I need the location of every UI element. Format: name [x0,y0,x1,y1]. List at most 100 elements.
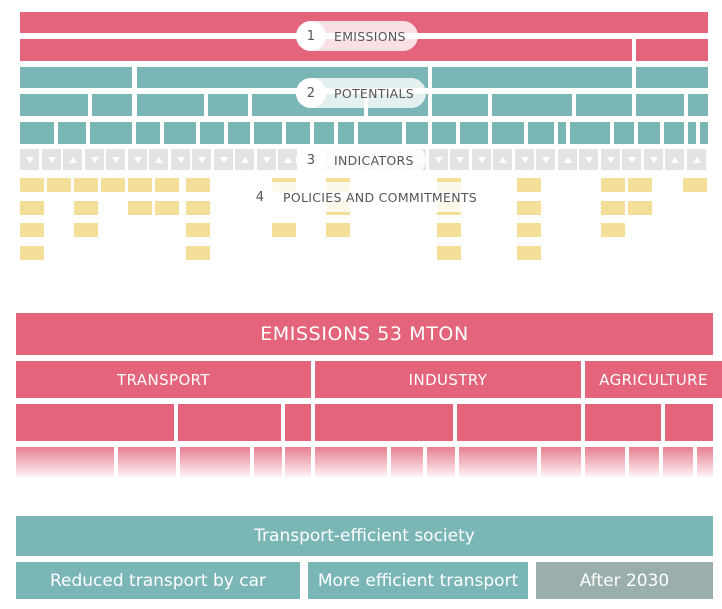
indicator-cell [257,149,276,170]
potentials-segment [338,122,354,144]
potentials-segment [92,94,132,116]
sector-label: TRANSPORT [117,370,210,389]
arrow-down-icon [477,156,486,163]
policy-cell [20,201,44,215]
potentials-segment [700,122,708,144]
step-number: 4 [245,182,275,212]
policy-cell [20,178,44,192]
indicator-cell [85,149,104,170]
policy-cell [517,178,541,192]
arrow-down-icon [584,156,593,163]
policy-cell [437,223,461,237]
potentials-segment [576,94,632,116]
indicator-cell [63,149,82,170]
policy-cell [517,246,541,260]
potentials-segment [636,94,684,116]
step-label: EMISSIONS [334,28,406,44]
potentials-segment [528,122,554,144]
strategy-item-efficient-transport: More efficient transport [308,562,528,599]
potentials-segment [570,122,610,144]
policy-cell [186,178,210,192]
arrow-down-icon [606,156,615,163]
potentials-segment [432,122,456,144]
potentials-segment [136,122,160,144]
arrow-down-icon [455,156,464,163]
indicator-cell [579,149,598,170]
emissions-total-label: EMISSIONS 53 MTON [260,323,469,345]
policy-cell [326,223,350,237]
potentials-segment [406,122,428,144]
strategy-item-label: Reduced transport by car [49,570,267,591]
policy-cell [601,223,625,237]
arrow-down-icon [133,156,142,163]
subsector-segment [315,404,453,441]
policy-cell [628,178,652,192]
indicator-cell [622,149,641,170]
potentials-segment [254,122,282,144]
subsector-segment [178,404,281,441]
indicator-cell [149,149,168,170]
indicator-cell [665,149,684,170]
potentials-segment [358,122,402,144]
arrow-down-icon [197,156,206,163]
arrow-down-icon [434,156,443,163]
strategy-item-label: More efficient transport [317,570,519,591]
subsector-segment [665,404,713,441]
potentials-segment [432,67,632,88]
arrow-down-icon [627,156,636,163]
policy-cell [601,178,625,192]
strategy-title: Transport-efficient society [254,526,475,546]
subsector-segment [585,447,625,477]
arrow-down-icon [111,156,120,163]
subsector-segment [180,447,250,477]
sector-transport: TRANSPORT [16,361,311,398]
policy-cell [517,201,541,215]
policy-cell [517,223,541,237]
subsector-segment [118,447,176,477]
indicator-cell [128,149,147,170]
policy-cell [74,178,98,192]
step-label: POTENTIALS [334,85,415,101]
policy-cell [20,223,44,237]
arrow-up-icon [498,156,507,163]
potentials-segment [58,122,86,144]
potentials-segment [432,94,488,116]
subsector-segment [254,447,282,477]
policy-cell [683,178,707,192]
policy-cell [186,223,210,237]
subsector-segment [585,404,661,441]
arrow-down-icon [47,156,56,163]
potentials-segment [636,67,708,88]
policy-cell [74,201,98,215]
indicator-cell [106,149,125,170]
indicator-cell [235,149,254,170]
step-label: INDICATORS [334,152,414,168]
indicator-cell [450,149,469,170]
potentials-segment [164,122,196,144]
arrow-up-icon [692,156,701,163]
subsector-segment [697,447,713,477]
subsector-segment [663,447,693,477]
arrow-down-icon [25,156,34,163]
arrow-down-icon [262,156,271,163]
emissions-total-bar: EMISSIONS 53 MTON [16,313,713,355]
indicator-cell [278,149,297,170]
arrow-up-icon [240,156,249,163]
step-potentials: 2 POTENTIALS [296,78,427,108]
indicator-cell [214,149,233,170]
potentials-segment [20,94,88,116]
policy-cell [155,178,179,192]
subsector-segment [16,447,114,477]
indicator-cell [472,149,491,170]
step-emissions: 1 EMISSIONS [296,21,418,51]
arrow-up-icon [68,156,77,163]
subsector-segment [459,447,537,477]
policy-cell [47,178,71,192]
potentials-segment [208,94,248,116]
sector-industry: INDUSTRY [315,361,581,398]
policy-cell [437,246,461,260]
policy-cell [155,201,179,215]
indicator-cell [644,149,663,170]
strategy-item-reduced-car: Reduced transport by car [16,562,300,599]
policy-cell [20,246,44,260]
